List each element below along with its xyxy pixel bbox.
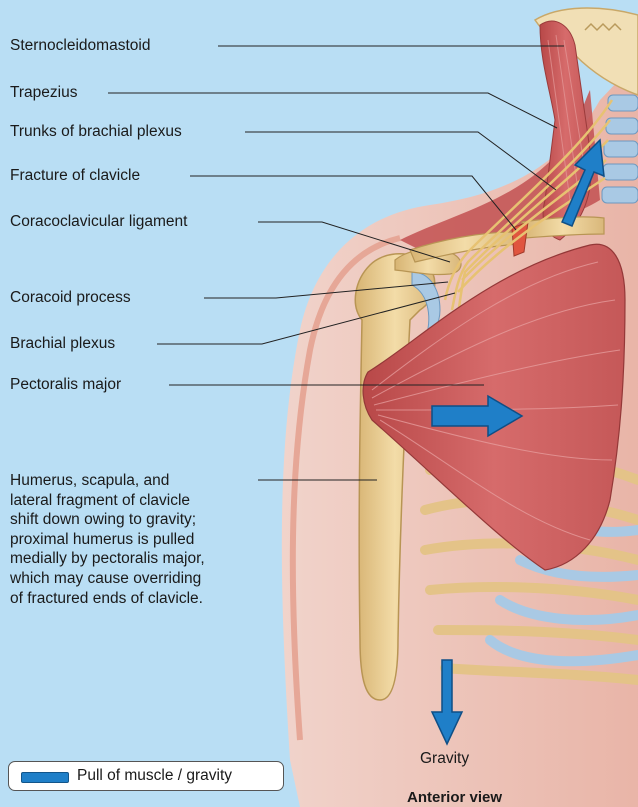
legend-box: Pull of muscle / gravity (8, 761, 284, 791)
note-line: proximal humerus is pulled (10, 530, 260, 550)
note-line: shift down owing to gravity; (10, 510, 260, 530)
note-line: which may cause overriding (10, 569, 260, 589)
legend-text: Pull of muscle / gravity (77, 767, 232, 785)
note-line: Humerus, scapula, and (10, 471, 260, 491)
leader-trunks (245, 132, 556, 190)
label-coracoid-process: Coracoid process (10, 289, 131, 307)
note-line: lateral fragment of clavicle (10, 491, 260, 511)
gravity-label: Gravity (420, 750, 469, 768)
label-sternocleidomastoid: Sternocleidomastoid (10, 37, 150, 55)
note-line: medially by pectoralis major, (10, 549, 260, 569)
label-pectoralis-major: Pectoralis major (10, 376, 121, 394)
label-fracture-clavicle: Fracture of clavicle (10, 167, 140, 185)
label-trapezius: Trapezius (10, 84, 77, 102)
label-brachial-plexus: Brachial plexus (10, 335, 115, 353)
view-label: Anterior view (407, 789, 502, 806)
label-coracoclavicular-ligament: Coracoclavicular ligament (10, 213, 187, 231)
note-line: of fractured ends of clavicle. (10, 589, 260, 609)
legend-swatch-icon (21, 772, 69, 783)
explanatory-note: Humerus, scapula, and lateral fragment o… (10, 471, 260, 608)
label-trunks-brachial-plexus: Trunks of brachial plexus (10, 123, 182, 141)
